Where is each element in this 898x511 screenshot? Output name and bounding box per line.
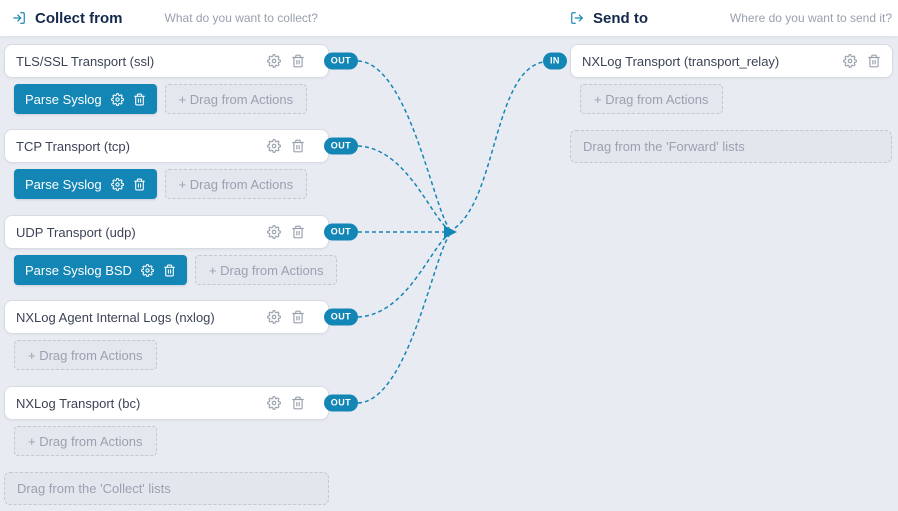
gear-icon[interactable] bbox=[843, 54, 857, 68]
gear-icon[interactable] bbox=[267, 310, 281, 324]
drag-from-actions-dropzone[interactable]: + Drag from Actions bbox=[580, 84, 723, 114]
action-label: Parse Syslog BSD bbox=[25, 262, 132, 278]
action-row: Parse Syslog + Drag from Actions bbox=[14, 169, 308, 199]
collect-hint: What do you want to collect? bbox=[164, 11, 318, 25]
module-title: TCP Transport (tcp) bbox=[16, 138, 130, 154]
send-module-card-transport-relay[interactable]: NXLog Transport (transport_relay) IN bbox=[543, 44, 893, 78]
trash-icon[interactable] bbox=[291, 396, 305, 410]
action-label: Parse Syslog bbox=[25, 176, 102, 192]
collect-droparea[interactable]: Drag from the 'Collect' lists bbox=[4, 472, 329, 505]
drag-from-actions-dropzone[interactable]: + Drag from Actions bbox=[164, 84, 308, 114]
header-bar: Collect from What do you want to collect… bbox=[0, 0, 898, 36]
trash-icon[interactable] bbox=[163, 264, 176, 277]
gear-icon[interactable] bbox=[267, 396, 281, 410]
card-icons bbox=[267, 54, 305, 68]
card-icons bbox=[267, 225, 305, 239]
send-hint: Where do you want to send it? bbox=[729, 11, 892, 25]
module-title: NXLog Agent Internal Logs (nxlog) bbox=[16, 309, 215, 325]
in-badge[interactable]: IN bbox=[543, 52, 567, 70]
gear-icon[interactable] bbox=[141, 264, 154, 277]
module-title: UDP Transport (udp) bbox=[16, 224, 136, 240]
collect-module-card-tcp[interactable]: TCP Transport (tcp) OUT bbox=[4, 129, 358, 163]
trash-icon[interactable] bbox=[133, 93, 146, 106]
gear-icon[interactable] bbox=[111, 93, 124, 106]
collect-header: Collect from What do you want to collect… bbox=[12, 0, 560, 36]
trash-icon[interactable] bbox=[291, 225, 305, 239]
action-row: + Drag from Actions bbox=[580, 84, 723, 114]
action-row: Parse Syslog BSD + Drag from Actions bbox=[14, 255, 338, 285]
out-badge[interactable]: OUT bbox=[323, 137, 358, 155]
drag-from-actions-dropzone[interactable]: + Drag from Actions bbox=[14, 426, 157, 456]
trash-icon[interactable] bbox=[133, 178, 146, 191]
wire-arrowhead bbox=[444, 225, 457, 239]
forward-droparea[interactable]: Drag from the 'Forward' lists bbox=[570, 130, 892, 163]
collect-icon bbox=[12, 11, 26, 25]
drag-from-actions-dropzone[interactable]: + Drag from Actions bbox=[14, 340, 157, 370]
action-row: + Drag from Actions bbox=[14, 340, 157, 370]
collect-module-card-bc[interactable]: NXLog Transport (bc) OUT bbox=[4, 386, 358, 420]
gear-icon[interactable] bbox=[267, 54, 281, 68]
card-icons bbox=[267, 396, 305, 410]
module-title: TLS/SSL Transport (ssl) bbox=[16, 53, 155, 69]
collect-title: Collect from bbox=[35, 9, 123, 27]
module-title: NXLog Transport (transport_relay) bbox=[582, 53, 780, 69]
card-icons bbox=[843, 54, 881, 68]
action-row: Parse Syslog + Drag from Actions bbox=[14, 84, 308, 114]
gear-icon[interactable] bbox=[267, 139, 281, 153]
out-badge[interactable]: OUT bbox=[323, 308, 358, 326]
action-row: + Drag from Actions bbox=[14, 426, 157, 456]
out-badge[interactable]: OUT bbox=[323, 223, 358, 241]
card-icons bbox=[267, 139, 305, 153]
trash-icon[interactable] bbox=[291, 54, 305, 68]
action-label: Parse Syslog bbox=[25, 91, 102, 107]
trash-icon[interactable] bbox=[867, 54, 881, 68]
send-title: Send to bbox=[593, 9, 648, 27]
trash-icon[interactable] bbox=[291, 139, 305, 153]
gear-icon[interactable] bbox=[267, 225, 281, 239]
send-header: Send to Where do you want to send it? bbox=[570, 0, 892, 36]
collect-module-card-udp[interactable]: UDP Transport (udp) OUT bbox=[4, 215, 358, 249]
action-chip-parse-syslog[interactable]: Parse Syslog bbox=[14, 84, 157, 114]
module-title: NXLog Transport (bc) bbox=[16, 395, 141, 411]
send-icon bbox=[570, 11, 584, 25]
action-chip-parse-syslog-bsd[interactable]: Parse Syslog BSD bbox=[14, 255, 187, 285]
collect-module-card-ssl[interactable]: TLS/SSL Transport (ssl) OUT bbox=[4, 44, 358, 78]
card-icons bbox=[267, 310, 305, 324]
drag-from-actions-dropzone[interactable]: + Drag from Actions bbox=[194, 255, 338, 285]
gear-icon[interactable] bbox=[111, 178, 124, 191]
collect-module-card-nxlog[interactable]: NXLog Agent Internal Logs (nxlog) OUT bbox=[4, 300, 358, 334]
out-badge[interactable]: OUT bbox=[323, 52, 358, 70]
trash-icon[interactable] bbox=[291, 310, 305, 324]
drag-from-actions-dropzone[interactable]: + Drag from Actions bbox=[164, 169, 308, 199]
action-chip-parse-syslog[interactable]: Parse Syslog bbox=[14, 169, 157, 199]
out-badge[interactable]: OUT bbox=[323, 394, 358, 412]
